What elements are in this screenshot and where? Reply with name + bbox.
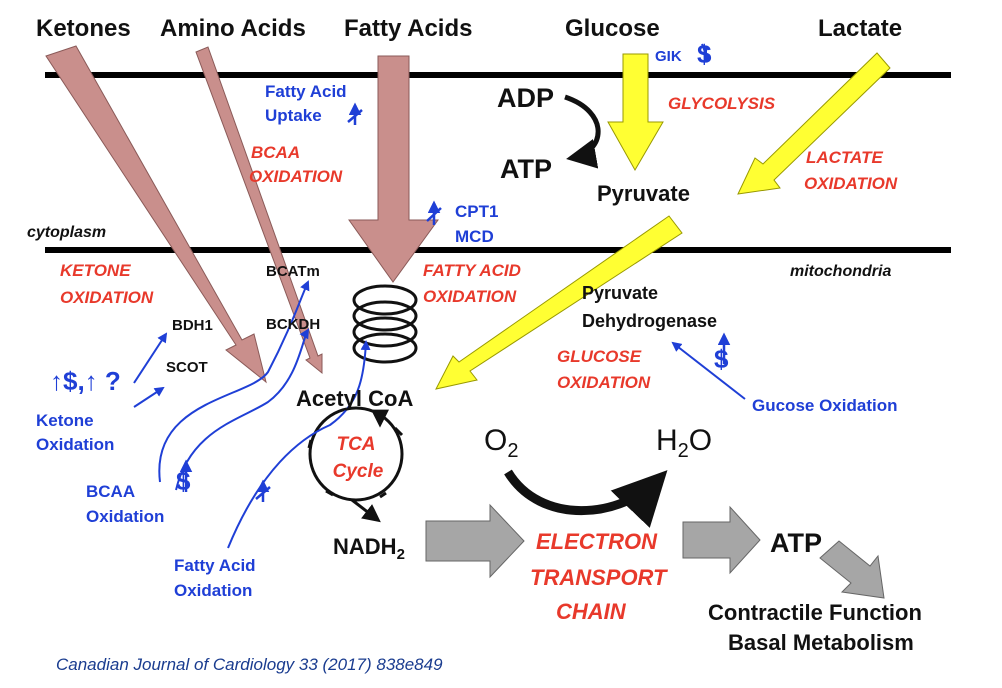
label-ketones: Ketones [36,15,131,42]
label-fa-uptake-2: Uptake [265,106,322,125]
etc-to-atp-arrow [682,505,761,575]
label-outcome-1: Contractile Function [708,600,922,625]
label-glucose: Glucose [565,15,660,42]
label-cpt1: CPT1 [455,202,498,221]
label-nadh2: NADH2 [333,534,405,563]
label-fatty-acids: Fatty Acids [344,15,472,42]
regulation-lines [133,43,746,549]
label-outcome-2: Basal Metabolism [728,630,914,655]
tca-to-nadh [351,498,381,523]
label-fa-oxidation-2: OXIDATION [423,287,517,306]
label-fa-ox-2: Oxidation [174,581,252,600]
o2-base: O [484,424,507,457]
label-atp-top: ATP [500,154,552,184]
label-etc-2: TRANSPORT [530,565,668,590]
inhibit-mark-cpt1 [426,200,442,225]
label-glucose-oxidation-1: GLUCOSE [557,347,642,366]
label-ketone-ox-2: Oxidation [36,435,114,454]
label-pyruvate: Pyruvate [597,181,690,206]
dollar-pdh: $ [714,344,729,374]
plasma-membrane [45,72,951,78]
label-amino-acids: Amino Acids [160,15,306,42]
fatty-acids-arrow [348,55,439,283]
label-lactate-oxidation-2: OXIDATION [804,174,898,193]
inhibit-mark-fa-uptake [347,102,363,125]
label-mcd: MCD [455,227,494,246]
label-o2: O2 [484,424,518,462]
label-scot: SCOT [166,359,208,376]
label-tca-1: TCA [336,434,375,455]
amino-acids-arrow [195,46,323,375]
label-ketone-oxidation-1: KETONE [60,261,131,280]
label-fa-oxidation-1: FATTY ACID [423,261,521,280]
label-bcaa-oxidation-1: BCAA [251,143,300,162]
label-ketone-ox-1: Ketone [36,411,94,430]
nadh-to-etc-arrow [425,503,525,579]
label-ketone-symbols: ↑$,↑ ? [50,366,121,396]
nadh-subscript: 2 [397,546,405,563]
glycolysis-arrow [607,53,664,172]
label-bdh1: BDH1 [172,317,213,334]
inhibit-mark-fa-oxidation [255,479,271,502]
citation: Canadian Journal of Cardiology 33 (2017)… [56,655,443,674]
label-etc-3: CHAIN [556,599,627,624]
label-bcaa-ox-1: BCAA [86,482,135,501]
label-lactate: Lactate [818,15,902,42]
label-lactate-oxidation-1: LACTATE [806,148,883,167]
label-ketone-oxidation-2: OXIDATION [60,288,154,307]
adp-atp-curve [564,94,601,169]
label-h2o: H2O [656,424,712,462]
label-atp-bottom: ATP [770,528,822,558]
label-tca-2: Cycle [333,461,384,482]
ketones-arrow [45,45,267,384]
label-pdh-2: Dehydrogenase [582,311,717,331]
label-cytoplasm: cytoplasm [27,224,106,241]
dollar-gik: $ [697,39,712,69]
label-fa-uptake-1: Fatty Acid [265,82,347,101]
label-acetyl-coa: Acetyl CoA [296,386,413,411]
label-bcaa-ox-2: Oxidation [86,507,164,526]
label-glucose-ox: Gucose Oxidation [752,396,897,415]
beta-oxidation-spiral [352,284,418,364]
dollar-bcaa: $ [176,466,191,496]
label-glycolysis: GLYCOLYSIS [668,94,776,113]
label-bcatm: BCATm [266,263,320,280]
label-adp: ADP [497,83,554,113]
label-gik: GIK [655,48,682,65]
label-bckdh: BCKDH [266,316,320,333]
pyruvate-to-acetylcoa-arrow [435,215,683,390]
h2o-o: O [689,424,712,457]
mitochondrial-membrane [45,247,951,253]
lactate-arrow [737,52,891,195]
o2-subscript: 2 [507,440,518,462]
label-fa-ox-1: Fatty Acid [174,556,256,575]
label-etc-1: ELECTRON [536,529,658,554]
h2o-subscript: 2 [678,440,689,462]
o2-h2o-arc [504,469,668,528]
label-pdh-1: Pyruvate [582,283,658,303]
label-mitochondria: mitochondria [790,263,891,280]
label-glucose-oxidation-2: OXIDATION [557,373,651,392]
atp-to-function-arrow [819,540,885,599]
h2o-h: H [656,424,678,457]
tca-cycle-ring [308,406,404,502]
nadh-base: NADH [333,534,397,559]
tca-cycle-ticks [307,426,404,499]
label-bcaa-oxidation-2: OXIDATION [249,167,343,186]
